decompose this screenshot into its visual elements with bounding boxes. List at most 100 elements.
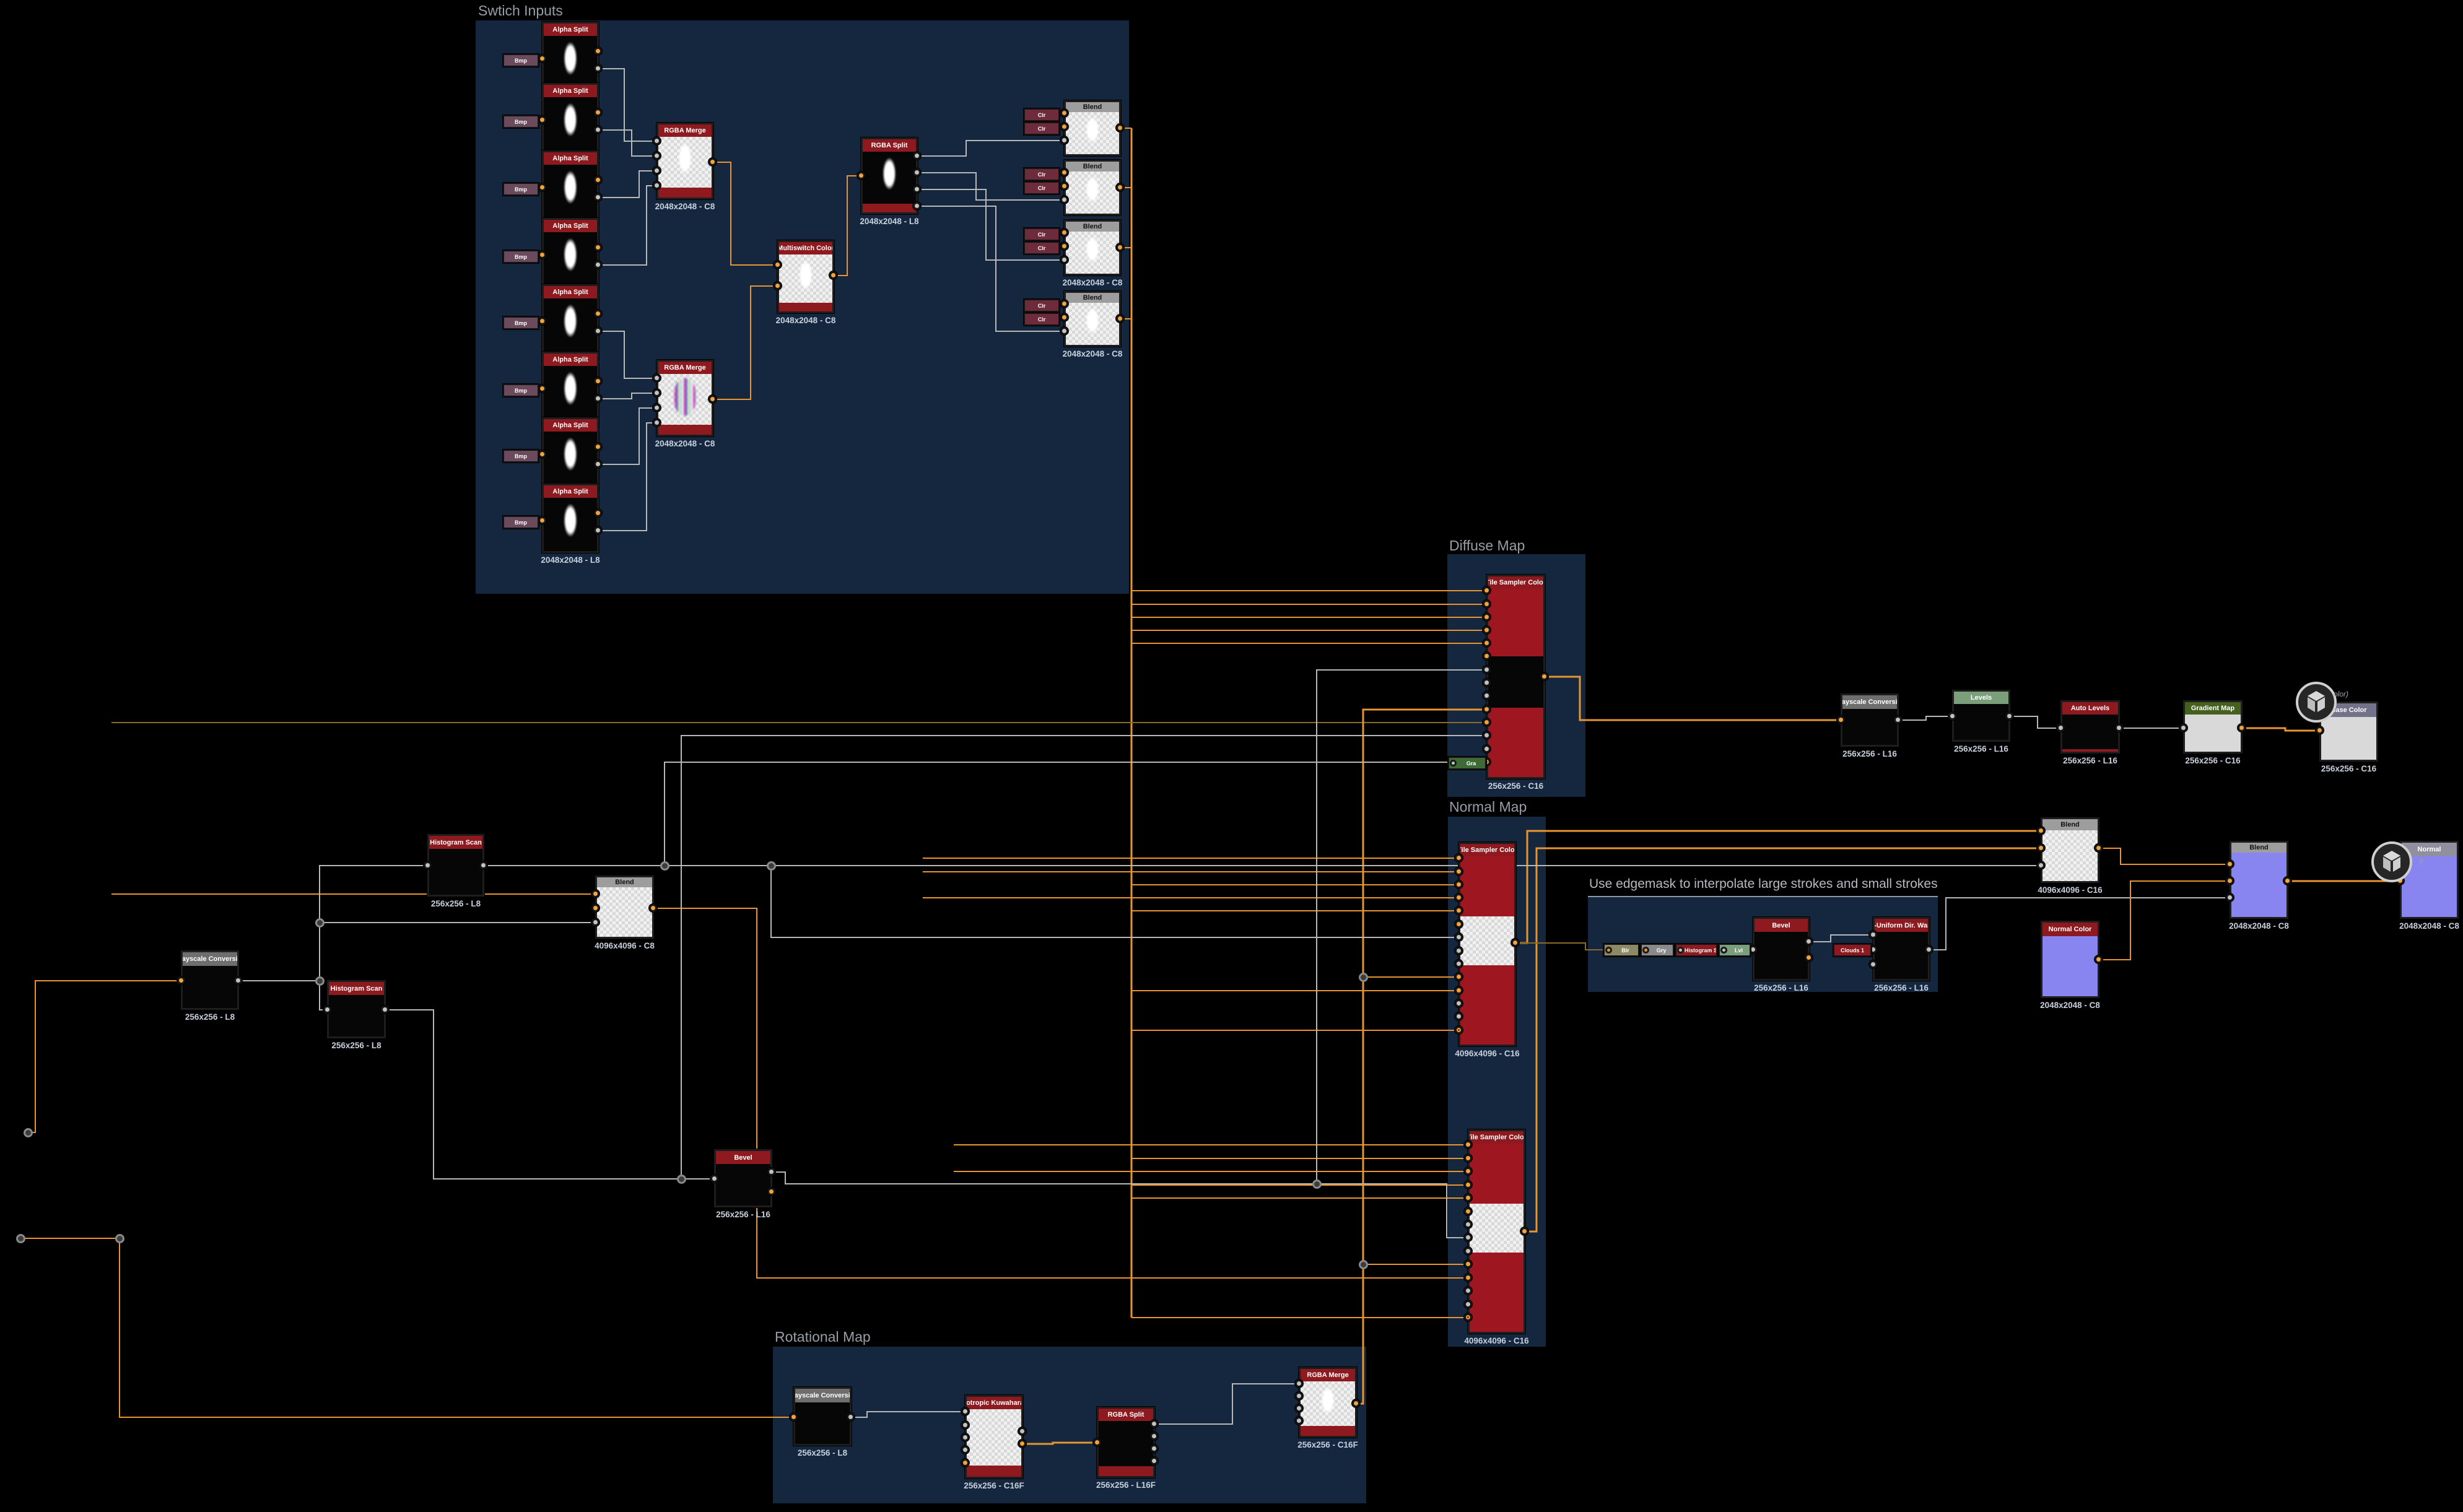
grayscale-port[interactable] <box>961 1407 969 1415</box>
color-port[interactable] <box>829 271 837 279</box>
tile-sampler-diffuse[interactable]: Tile Sampler Color <box>1486 575 1545 779</box>
grayscale-port[interactable] <box>1018 1427 1026 1435</box>
color-port[interactable] <box>594 176 602 184</box>
pill-port[interactable] <box>1605 947 1612 954</box>
color-port[interactable] <box>1116 315 1124 323</box>
grayscale-port[interactable] <box>594 460 602 468</box>
grayscale-port[interactable] <box>1894 716 1902 724</box>
color-port[interactable] <box>1805 954 1813 962</box>
color-port[interactable] <box>774 261 782 269</box>
color-port[interactable] <box>1455 906 1463 915</box>
color-port[interactable] <box>2037 827 2045 835</box>
color-port[interactable] <box>1464 1194 1472 1202</box>
grayscale-port[interactable] <box>1455 947 1463 955</box>
grayscale-port[interactable] <box>2115 724 2123 732</box>
color-port[interactable] <box>1455 920 1463 928</box>
levels[interactable]: Levels <box>1952 690 2010 742</box>
pill-bmp[interactable]: Bmp <box>503 450 539 463</box>
grayscale-port[interactable] <box>594 261 602 269</box>
grayscale-port[interactable] <box>961 1446 969 1454</box>
grayscale-port[interactable] <box>1869 960 1877 968</box>
color-port[interactable] <box>857 172 865 180</box>
pill-bmp[interactable]: Bmp <box>503 250 539 263</box>
pill-port[interactable] <box>1450 760 1457 767</box>
color-port[interactable] <box>1060 182 1068 190</box>
color-port[interactable] <box>2095 955 2103 963</box>
grayscale-port[interactable] <box>1464 1220 1472 1228</box>
color-port[interactable] <box>1093 1438 1101 1446</box>
grayscale-port[interactable] <box>234 976 242 984</box>
grayscale-port[interactable] <box>1483 692 1491 700</box>
grayscale-port[interactable] <box>594 126 602 134</box>
color-port[interactable] <box>538 251 546 259</box>
grayscale-port[interactable] <box>653 419 661 427</box>
color-port[interactable] <box>538 516 546 524</box>
rgba-split-switch[interactable]: RGBA Split <box>861 137 918 214</box>
color-port[interactable] <box>2095 844 2103 852</box>
grayscale-port[interactable] <box>479 861 487 869</box>
pill-bmp[interactable]: Bmp <box>503 316 539 329</box>
grayscale-port[interactable] <box>653 167 661 175</box>
blend-switch-3[interactable]: Blend <box>1064 220 1121 276</box>
grayscale-port[interactable] <box>961 1421 969 1429</box>
grayscale-port[interactable] <box>1483 666 1491 674</box>
grayscale-port[interactable] <box>1455 933 1463 941</box>
grayscale-port[interactable] <box>653 181 661 189</box>
reroute-dot[interactable] <box>677 1175 686 1184</box>
3d-view-icon[interactable] <box>2295 681 2337 723</box>
grayscale-port[interactable] <box>1150 1432 1158 1440</box>
grayscale-conversion-left[interactable]: Grayscale Conversion <box>181 950 239 1010</box>
color-port[interactable] <box>1464 1274 1472 1282</box>
pill-blr[interactable]: Blr <box>1603 944 1639 957</box>
color-port[interactable] <box>538 116 546 124</box>
reroute-dot[interactable] <box>24 1128 33 1137</box>
color-port[interactable] <box>594 243 602 251</box>
grayscale-port[interactable] <box>594 394 602 402</box>
gradient-map[interactable]: Gradient Map <box>2183 700 2243 754</box>
color-port[interactable] <box>1464 1181 1472 1189</box>
color-port[interactable] <box>1464 1154 1472 1162</box>
rgba-split-rot[interactable]: RGBA Split <box>1097 1407 1155 1478</box>
pill-bmp[interactable]: Bmp <box>503 115 539 128</box>
color-port[interactable] <box>1483 613 1491 621</box>
alpha-split-7[interactable]: Alpha Split <box>542 417 599 487</box>
color-port[interactable] <box>1483 639 1491 647</box>
grayscale-port[interactable] <box>424 861 432 869</box>
color-port[interactable] <box>1464 1313 1472 1321</box>
color-port[interactable] <box>594 108 602 116</box>
color-port[interactable] <box>594 310 602 318</box>
color-port[interactable] <box>177 976 185 984</box>
reroute-dot[interactable] <box>767 861 776 871</box>
color-port[interactable] <box>538 317 546 325</box>
multiswitch-color[interactable]: Multiswitch Color <box>777 240 834 313</box>
pill-bmp[interactable]: Bmp <box>503 183 539 196</box>
grayscale-port[interactable] <box>2057 724 2065 732</box>
reroute-dot[interactable] <box>315 976 325 986</box>
histogram-scan-2[interactable]: Histogram Scan <box>327 980 386 1038</box>
color-port[interactable] <box>594 47 602 55</box>
blend-switch-2[interactable]: Blend <box>1064 160 1121 215</box>
grayscale-port[interactable] <box>1455 999 1463 1007</box>
color-port[interactable] <box>594 443 602 451</box>
grayscale-conversion-diffuse[interactable]: Grayscale Conversion <box>1841 693 1899 747</box>
color-port[interactable] <box>1116 243 1124 251</box>
anisotropic-kuwahara[interactable]: Anisotropic Kuwahara G... <box>965 1395 1023 1479</box>
pill-gra[interactable]: Gra <box>1448 757 1486 770</box>
pill-clr[interactable]: Clr <box>1024 228 1060 241</box>
color-port[interactable] <box>2283 877 2291 885</box>
non-uniform-dir-warp[interactable]: Non-Uniform Dir. Warp ... <box>1873 917 1930 981</box>
grayscale-port[interactable] <box>594 327 602 335</box>
auto-levels[interactable]: Auto Levels <box>2060 700 2120 754</box>
color-port[interactable] <box>591 890 599 898</box>
color-port[interactable] <box>1455 867 1463 875</box>
color-port[interactable] <box>1511 939 1519 947</box>
pill-clr[interactable]: Clr <box>1024 122 1060 135</box>
color-port[interactable] <box>1455 893 1463 902</box>
pill-bmp[interactable]: Bmp <box>503 516 539 529</box>
pill-clouds-1[interactable]: Clouds 1 <box>1833 944 1872 957</box>
color-port[interactable] <box>1060 300 1068 308</box>
pill-clr[interactable]: Clr <box>1024 299 1060 312</box>
reroute-dot[interactable] <box>1359 1260 1368 1269</box>
grayscale-port[interactable] <box>1150 1457 1158 1465</box>
color-port[interactable] <box>1018 1440 1026 1448</box>
